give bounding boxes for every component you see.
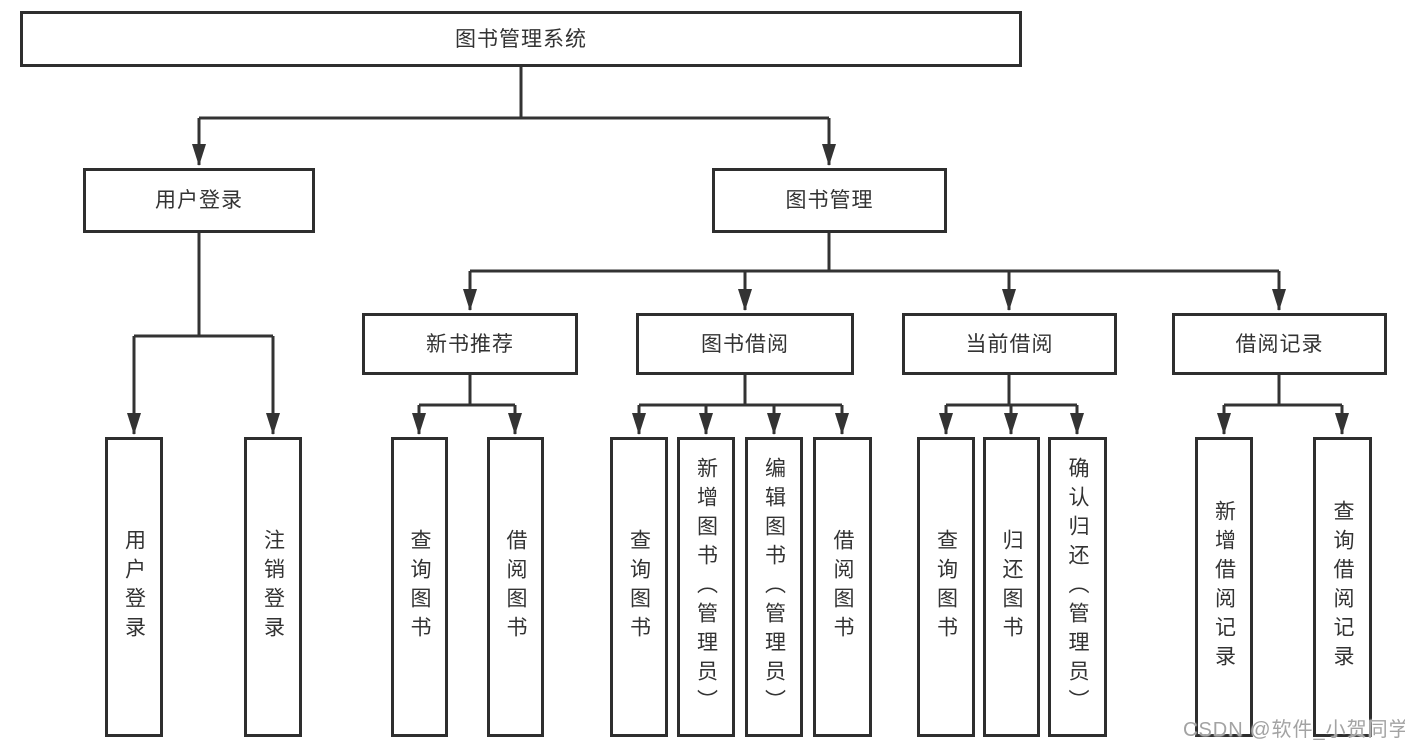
leaf-user-login: 用户登录 [105, 437, 163, 737]
leaf-add-borrowing-record: 新增借阅记录 [1195, 437, 1253, 737]
leaf-borrow-books-recommend: 借阅图书 [487, 437, 544, 737]
leaf-confirm-return-admin: 确认归还（管理员） [1048, 437, 1107, 737]
leaf-add-book-admin: 新增图书（管理员） [677, 437, 735, 737]
node-root-library-system: 图书管理系统 [20, 11, 1022, 67]
node-book-borrowing: 图书借阅 [636, 313, 854, 375]
leaf-query-borrowing-record: 查询借阅记录 [1313, 437, 1372, 737]
leaf-borrow-books-borrowing: 借阅图书 [813, 437, 872, 737]
leaf-query-books-current: 查询图书 [917, 437, 975, 737]
leaf-return-book: 归还图书 [983, 437, 1040, 737]
leaf-logout: 注销登录 [244, 437, 302, 737]
node-borrowing-records: 借阅记录 [1172, 313, 1387, 375]
node-current-borrowing: 当前借阅 [902, 313, 1117, 375]
leaf-query-books-borrowing: 查询图书 [610, 437, 668, 737]
csdn-watermark: CSDN @软件_小贺同学 [1183, 719, 1405, 741]
leaf-edit-book-admin: 编辑图书（管理员） [745, 437, 803, 737]
node-book-management: 图书管理 [712, 168, 947, 233]
leaf-query-books-recommend: 查询图书 [391, 437, 448, 737]
node-user-login: 用户登录 [83, 168, 315, 233]
node-new-book-recommend: 新书推荐 [362, 313, 578, 375]
